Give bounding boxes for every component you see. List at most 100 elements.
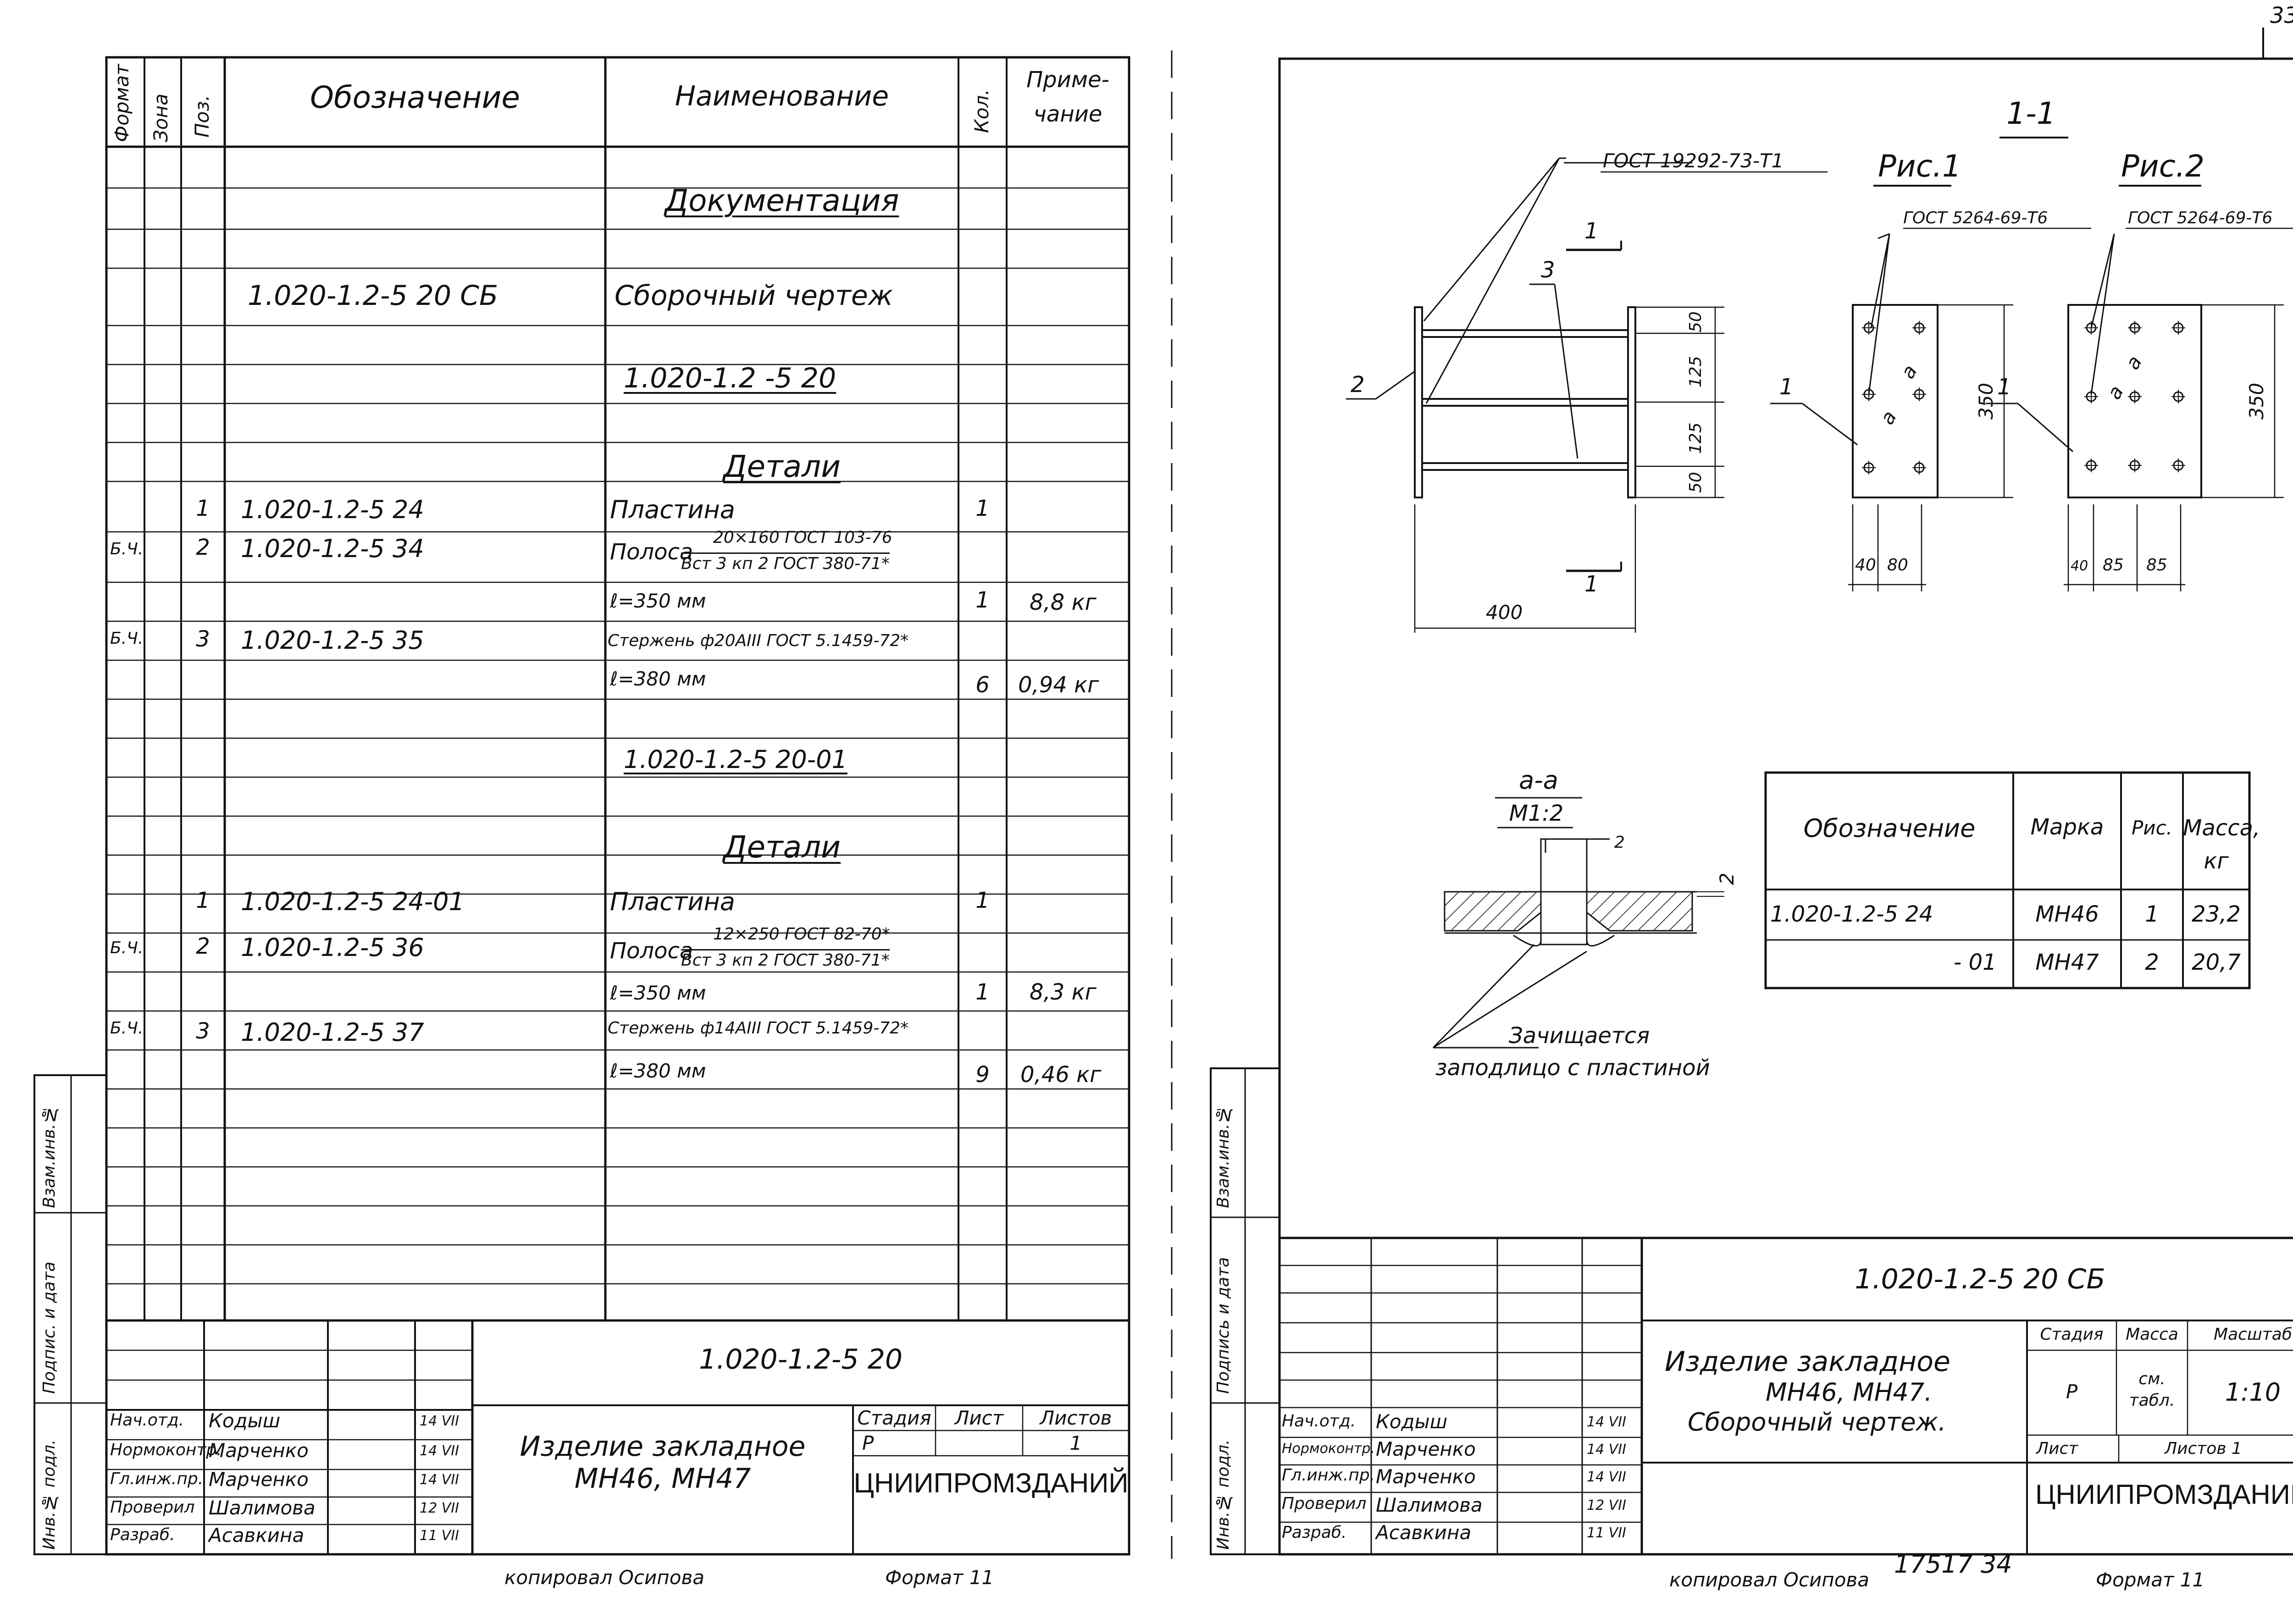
left-tb-title-2: МН46, МН47 bbox=[574, 1463, 751, 1495]
left-side-label-2: Подпис. и дата bbox=[40, 1261, 59, 1394]
r1-qty: 1 bbox=[975, 496, 990, 521]
r6-qty: 1 bbox=[975, 888, 990, 913]
assembly-designation: 1.020-1.2-5 20 СБ bbox=[248, 280, 498, 312]
left-tb-stage: Р bbox=[862, 1432, 874, 1454]
fig2-leader-1: 1 bbox=[1997, 374, 2011, 400]
weld-detail bbox=[1432, 797, 1724, 1049]
section-details-2: Детали bbox=[723, 829, 841, 865]
right-tb-role-2: Нормоконтр. bbox=[1282, 1441, 1375, 1457]
callout-3: 3 bbox=[1541, 257, 1555, 283]
header-qty: Кол. bbox=[970, 89, 993, 133]
right-footer-number: 17517 34 bbox=[1894, 1550, 2012, 1579]
header-zone: Зона bbox=[150, 94, 172, 142]
table-r1-mark: МН46 bbox=[2035, 901, 2099, 927]
r4-pos: 3 bbox=[196, 626, 210, 652]
table-r2-designation: - 01 bbox=[1954, 950, 1997, 975]
r9-designation: 1.020-1.2-5 37 bbox=[241, 1018, 424, 1047]
right-tb-title-3: Сборочный чертеж. bbox=[1688, 1408, 1946, 1436]
r7-format: Б.Ч. bbox=[110, 939, 144, 957]
left-tb-title-1: Изделие закладное bbox=[520, 1431, 806, 1463]
right-tb-date-4: 12 VII bbox=[1587, 1497, 1626, 1514]
gost-fig1: ГОСТ 5264-69-Т6 bbox=[1903, 209, 2048, 227]
table-r2-fig: 2 bbox=[2145, 950, 2159, 975]
left-tb-code: 1.020-1.2-5 20 bbox=[698, 1343, 903, 1375]
right-side-label-3: Инв.№ подл. bbox=[1214, 1439, 1233, 1550]
r1-pos: 1 bbox=[196, 496, 210, 521]
left-tb-name-1: Кодыш bbox=[209, 1409, 281, 1432]
dim-350-fig1: 350 bbox=[1975, 382, 1997, 420]
r10-note: 0,46 кг bbox=[1020, 1062, 1102, 1088]
right-tb-sheet-label: Лист bbox=[2036, 1439, 2078, 1458]
left-tb-date-5: 11 VII bbox=[420, 1528, 459, 1544]
r2-format: Б.Ч. bbox=[110, 540, 144, 558]
detail-gap: 2 bbox=[1614, 833, 1625, 852]
fig2-plate bbox=[1986, 233, 2284, 591]
section-1-1-label: 1-1 bbox=[2006, 96, 2056, 131]
fig1-label: Рис.1 bbox=[1878, 149, 1961, 184]
r2-designation: 1.020-1.2-5 34 bbox=[241, 534, 424, 563]
r3-note: 8,8 кг bbox=[1030, 590, 1097, 615]
detail-note-2: заподлицо с пластиной bbox=[1435, 1055, 1710, 1081]
header-note-1: Приме- bbox=[1026, 67, 1109, 93]
right-tb-code: 1.020-1.2-5 20 СБ bbox=[1855, 1263, 2105, 1295]
left-side-label-1: Взам.инв.№ bbox=[40, 1105, 59, 1208]
header-format: Формат bbox=[111, 64, 133, 142]
right-tb-scale: 1:10 bbox=[2225, 1378, 2281, 1407]
left-tb-stage-label: Стадия bbox=[857, 1407, 931, 1429]
r4-designation: 1.020-1.2-5 35 bbox=[241, 626, 424, 655]
header-designation: Обозначение bbox=[310, 80, 520, 115]
section-details-1: Детали bbox=[723, 449, 841, 484]
r10-qty: 9 bbox=[975, 1062, 990, 1088]
left-tb-org: ЦНИИПРОМЗДАНИЙ bbox=[853, 1468, 1129, 1498]
r5-qty: 6 bbox=[975, 672, 990, 698]
r7-name: Полоса bbox=[610, 938, 693, 964]
fig1-plate bbox=[1770, 233, 2013, 591]
r1-name: Пластина bbox=[610, 495, 735, 524]
r2-frac-top: 20×160 ГОСТ 103-76 bbox=[713, 528, 892, 547]
header-pos: Поз. bbox=[191, 95, 213, 138]
left-tb-sheets-label: Листов bbox=[1040, 1407, 1112, 1429]
variant1-code: 1.020-1.2 -5 20 bbox=[624, 362, 836, 394]
table-r1-designation: 1.020-1.2-5 24 bbox=[1770, 901, 1933, 927]
right-tb-date-2: 14 VII bbox=[1587, 1442, 1626, 1458]
fig1-leader-1: 1 bbox=[1779, 374, 1794, 400]
dim-350-fig2: 350 bbox=[2245, 382, 2268, 420]
left-tb-role-1: Нач.отд. bbox=[110, 1411, 184, 1430]
right-tb-name-3: Марченко bbox=[1376, 1465, 1476, 1488]
r7-designation: 1.020-1.2-5 36 bbox=[241, 933, 424, 962]
dim-85-a: 85 bbox=[2103, 556, 2124, 574]
right-tb-org: ЦНИИПРОМЗДАНИЙ bbox=[2035, 1479, 2293, 1510]
left-tb-sheets: 1 bbox=[1069, 1432, 1082, 1454]
left-tb-name-4: Шалимова bbox=[209, 1497, 316, 1519]
dim-40-fig1: 40 bbox=[1855, 556, 1876, 574]
table-r1-fig: 1 bbox=[2145, 901, 2159, 927]
marks-table-lines bbox=[1764, 771, 2251, 989]
r8-note: 8,3 кг bbox=[1030, 979, 1097, 1005]
r4-format: Б.Ч. bbox=[110, 629, 144, 648]
header-name: Наименование bbox=[675, 80, 889, 112]
r7-frac-bottom: Вст 3 кп 2 ГОСТ 380-71* bbox=[681, 949, 890, 969]
right-tb-stage-label: Стадия bbox=[2040, 1325, 2104, 1344]
dim-40-fig2: 40 bbox=[2071, 558, 2088, 574]
right-tb-name-1: Кодыш bbox=[1376, 1410, 1448, 1433]
dim-80-fig1: 80 bbox=[1887, 556, 1908, 574]
right-tb-role-4: Проверил bbox=[1282, 1494, 1367, 1513]
left-tb-name-2: Марченко bbox=[209, 1439, 309, 1462]
r9-name: Стержень ф14АIII ГОСТ 5.1459-72* bbox=[608, 1019, 909, 1038]
detail-title: а-а bbox=[1519, 766, 1558, 795]
r7-frac-top: 12×250 ГОСТ 82-70* bbox=[713, 925, 890, 944]
cut-mark-bottom: 1 bbox=[1584, 571, 1599, 597]
left-tb-role-4: Проверил bbox=[110, 1498, 195, 1517]
r6-pos: 1 bbox=[196, 888, 210, 913]
right-tb-scale-label: Масштаб bbox=[2213, 1325, 2293, 1344]
detail-scale: М1:2 bbox=[1509, 801, 1564, 826]
r8-qty: 1 bbox=[975, 979, 990, 1005]
right-tb-name-2: Марченко bbox=[1376, 1438, 1476, 1460]
r2-pos: 2 bbox=[196, 535, 210, 560]
header-note-2: чание bbox=[1033, 101, 1102, 127]
table-header-designation: Обозначение bbox=[1803, 814, 1976, 843]
right-tb-stage: Р bbox=[2066, 1381, 2078, 1403]
dim-85-b: 85 bbox=[2146, 556, 2167, 574]
left-row-lines bbox=[106, 187, 1129, 1285]
